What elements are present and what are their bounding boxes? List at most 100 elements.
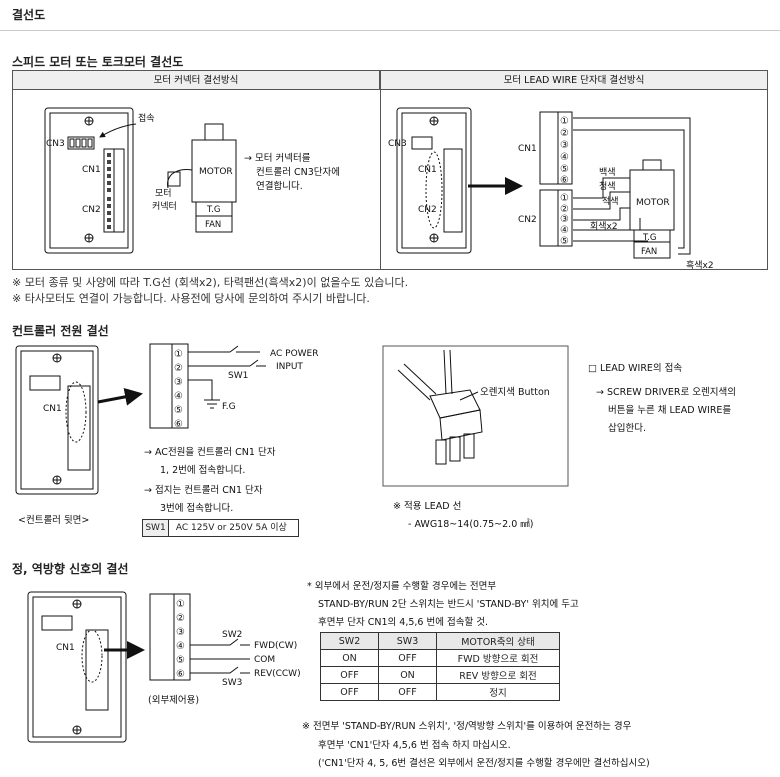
svg-text:③: ③ [560,140,569,151]
svg-text:⑥: ⑥ [176,669,185,680]
terminal-block-cn2-right [539,189,573,247]
svg-text:②: ② [174,363,183,374]
table-row: OFF OFF 정지 [320,683,560,701]
column-divider [380,70,381,270]
terminal-numbers-right: ①②③ ④⑤⑥ ①②③ ④⑤ [560,116,569,247]
th-motor-state: MOTOR축의 상태 [436,632,560,650]
label-connect: 접속 [138,112,155,124]
lead-connector-illustration [397,349,483,465]
page-title: 결선도 [12,8,46,22]
warn-3: ('CN1'단자 4, 5, 6번 결선은 외부에서 운전/정지를 수행할 경우… [318,758,650,769]
svg-text:→ 모터 커넥터를: → 모터 커넥터를 [244,153,311,164]
svg-text:③: ③ [560,214,569,225]
svg-text:②: ② [176,613,185,624]
svg-text:INPUT: INPUT [276,362,303,372]
svg-text:③: ③ [174,377,183,388]
motor-1 [167,123,237,233]
left-header: 모터 커넥터 결선방식 [12,70,380,90]
applied-lead: ※ 적용 LEAD 선 [393,501,462,512]
terminal-dots-1 [107,153,111,229]
intro-3: 후면부 단자 CN1의 4,5,6 번에 접속할 것. [318,617,488,628]
svg-text:SW1: SW1 [228,371,248,381]
lead-desc-1: → SCREW DRIVER로 오렌지색의 [596,387,736,398]
controller-rear-2 [396,107,472,254]
power-desc-1: → AC전원을 컨트롤러 CN1 단자 [144,447,276,458]
label-tg-1: T.G [206,205,220,215]
label-fan-1: FAN [205,220,221,230]
svg-text:백색: 백색 [599,167,616,178]
svg-text:①: ① [560,116,569,127]
controller-rear-3 [15,345,99,495]
motor-wires-right [573,117,691,255]
svg-text:AC POWER: AC POWER [270,349,319,359]
svg-text:연결합니다.: 연결합니다. [256,181,303,192]
svg-text:SW3: SW3 [222,678,242,688]
note-1-line-2: ※ 타사모터도 연결이 가능합니다. 사용전에 당사에 문의하여 주시기 바랍니… [12,292,370,305]
svg-text:SW2: SW2 [222,630,242,640]
th-sw3: SW3 [378,632,437,650]
svg-text:오렌지색 Button: 오렌지색 Button [480,387,550,398]
svg-text:회색x2: 회색x2 [590,221,618,232]
power-desc-3: → 접지는 컨트롤러 CN1 단자 [144,485,263,496]
svg-text:청색: 청색 [599,181,616,192]
lead-desc-3: 삽입한다. [608,423,646,434]
terminal-block-cn1-right [539,111,573,185]
svg-text:②: ② [560,128,569,139]
divider [0,30,780,31]
svg-text:②: ② [560,204,569,215]
spec-box: SW1 AC 125V or 250V 5A 이상 [142,519,299,537]
terminal-block-signal [149,593,191,681]
svg-text:④: ④ [560,225,569,236]
warn-2: 후면부 'CN1'단자 4,5,6 번 접속 하지 마십시오. [318,740,511,751]
applied-lead-spec: - AWG18~14(0.75~2.0 ㎟) [408,519,534,530]
svg-text:③: ③ [176,627,185,638]
label-motor-connector-a: 모터 [155,188,172,199]
svg-text:⑥: ⑥ [560,175,569,186]
svg-text:④: ④ [174,391,183,402]
intro-2: STAND-BY/RUN 2단 스위치는 반드시 'STAND-BY' 위치에 … [318,599,579,610]
intro-1: * 외부에서 운전/정지를 수행할 경우에는 전면부 [307,581,497,592]
svg-text:COM: COM [254,655,275,665]
svg-text:CN1: CN1 [518,144,537,154]
controller-rear-1 [44,107,134,254]
svg-text:④: ④ [176,641,185,652]
svg-text:①: ① [174,349,183,360]
svg-text:⑤: ⑤ [176,655,185,666]
svg-text:④: ④ [560,152,569,163]
svg-text:⑤: ⑤ [560,164,569,175]
svg-text:REV(CCW): REV(CCW) [254,669,301,679]
label-cn2: CN2 [82,205,101,215]
svg-text:FWD(CW): FWD(CW) [254,641,297,651]
svg-text:컨트롤러 CN3단자에: 컨트롤러 CN3단자에 [256,167,340,178]
power-desc-4: 3번에 접속합니다. [160,503,234,514]
lead-desc-2: 버튼을 누른 채 LEAD WIRE를 [608,405,732,416]
warn-1: ※ 전면부 'STAND-BY/RUN 스위치', '정/역방향 스위치'를 이… [302,721,632,732]
motor-2 [629,159,675,259]
svg-text:⑤: ⑤ [560,236,569,247]
label-cn1: CN1 [82,165,101,175]
svg-text:MOTOR: MOTOR [636,198,670,208]
label-cn3: CN3 [46,139,65,149]
table-row: ON OFF FWD 방향으로 회전 [320,649,560,667]
lead-wire-frame [382,345,569,487]
svg-text:CN2: CN2 [418,205,437,215]
svg-text:F.G: F.G [222,402,236,412]
svg-text:CN1: CN1 [43,404,62,414]
label-motor-1: MOTOR [199,167,233,177]
section-speed-motor-title: 스피드 모터 또는 토크모터 결선도 [12,55,184,69]
svg-text:CN2: CN2 [518,215,537,225]
rear-label: <컨트롤러 뒷면> [18,515,90,526]
th-sw2: SW2 [320,632,379,650]
controller-rear-4 [27,591,127,743]
note-1-line-1: ※ 모터 종류 및 사양에 따라 T.G선 (회색x2), 타력팬선(흑색x2)… [12,276,409,289]
external-label: (외부제어용) [148,695,200,706]
svg-text:①: ① [560,193,569,204]
svg-text:⑤: ⑤ [174,405,183,416]
svg-text:FAN: FAN [641,247,657,257]
power-wires [188,345,266,409]
section-power-title: 컨트롤러 전원 결선 [12,324,109,338]
svg-text:CN1: CN1 [418,165,437,175]
switch-state-table: SW2 SW3 MOTOR축의 상태 ON OFF FWD 방향으로 회전 OF… [320,632,560,701]
svg-text:흑색x2: 흑색x2 [686,259,714,271]
